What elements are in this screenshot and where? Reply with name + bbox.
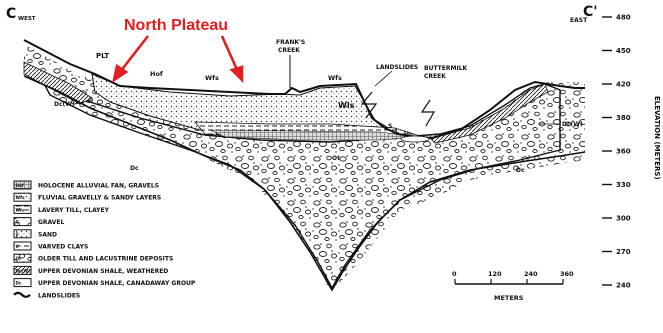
legend-item: Dc(W) UPPER DEVONIAN SHALE, WEATHERED	[14, 266, 168, 275]
dc-left-label: Dc	[130, 165, 139, 172]
landslide-mark-2	[422, 100, 434, 126]
buttermilk-line-1: BUTTERMILK	[424, 65, 468, 72]
legend-item: Ot OLDER TILL AND LACUSTRINE DEPOSITS	[14, 254, 173, 263]
legend-text: LAVERY TILL, CLAYEY	[38, 207, 110, 214]
elevation-tick-label: 330	[616, 181, 631, 189]
dc-w-right-label: Dc(W)	[562, 121, 583, 128]
legend-item: Dc UPPER DEVONIAN SHALE, CANADAWAY GROUP	[14, 279, 196, 288]
elevation-tick-label: 240	[616, 282, 631, 290]
dc-w-left-label: Dc(W)	[54, 101, 75, 108]
scale-unit: METERS	[494, 294, 524, 302]
legend-item: Wfs FLUVIAL GRAVELLY & SANDY LAYERS	[14, 193, 161, 202]
s-label: S	[388, 123, 392, 130]
legend-item: S SAND	[14, 230, 57, 239]
legend-code: S	[16, 232, 19, 237]
legend-code: Dc	[16, 281, 22, 286]
elevation-axis-title: ELEVATION (METERS)	[653, 96, 661, 180]
north-plateau-label: North Plateau	[124, 17, 228, 34]
section-end-left-dir: WEST	[18, 16, 36, 22]
legend-text: VARVED CLAYS	[38, 244, 88, 251]
legend-text: GRAVEL	[38, 219, 65, 226]
legend-item: LANDSLIDES	[14, 292, 80, 299]
elevation-tick-label: 420	[616, 81, 631, 89]
scale-tick-label: 0	[452, 270, 457, 278]
buttermilk-line-2: CREEK	[424, 73, 446, 80]
legend-code: G	[16, 220, 20, 225]
buttermilk-creek-label: BUTTERMILK CREEK	[424, 65, 468, 80]
north-plateau-arrows	[114, 36, 242, 80]
legend-text: HOLOCENE ALLUVIAL FAN, GRAVELS	[38, 183, 159, 190]
legend-text: LANDSLIDES	[38, 292, 80, 299]
legend: Hof HOLOCENE ALLUVIAL FAN, GRAVELS Wfs FLUV…	[14, 181, 196, 299]
elevation-tick-label: 360	[616, 148, 631, 156]
legend-code: Dc(W)	[16, 268, 30, 273]
geologic-section	[24, 40, 585, 290]
legend-item: G GRAVEL	[14, 218, 65, 227]
section-end-right-dir: EAST	[570, 17, 588, 24]
wfs-label-2: Wfs	[328, 74, 342, 82]
elevation-tick-label: 480	[616, 14, 631, 22]
elevation-axis: 480 450 420 380 360 330 300 270 240	[602, 14, 631, 290]
elevation-tick-label: 270	[616, 248, 631, 256]
v-label: V	[404, 131, 409, 138]
franks-creek-line-1: FRANK'S	[276, 39, 305, 46]
scale-tick-label: 360	[560, 270, 574, 278]
elevation-tick-label: 380	[616, 114, 631, 122]
scale-tick-label: 120	[488, 270, 502, 278]
franks-creek-line-2: CREEK	[278, 47, 300, 54]
legend-text: UPPER DEVONIAN SHALE, CANADAWAY GROUP	[38, 280, 196, 287]
landslides-label: LANDSLIDES	[376, 64, 418, 71]
ot-label: Ot	[332, 155, 340, 162]
legend-item: Hof HOLOCENE ALLUVIAL FAN, GRAVELS	[14, 181, 159, 190]
scale-tick-label: 240	[524, 270, 538, 278]
wls-label: Wls	[338, 101, 355, 110]
scale-bar: METERS 0 120 240 360	[452, 270, 574, 302]
dc-right-label: Dc	[516, 167, 525, 174]
landslide-swatch-icon	[14, 293, 30, 297]
wfs-label-1: Wfs	[205, 74, 219, 82]
legend-text: OLDER TILL AND LACUSTRINE DEPOSITS	[38, 256, 173, 263]
legend-code: Hof	[16, 183, 24, 188]
legend-code: Ot	[16, 256, 22, 261]
legend-text: FLUVIAL GRAVELLY & SANDY LAYERS	[38, 195, 161, 202]
hof-label: Hof	[150, 70, 163, 78]
legend-text: SAND	[38, 231, 57, 238]
legend-code: Wfs	[16, 195, 25, 200]
elevation-tick-label: 300	[616, 215, 631, 223]
legend-code: Wls	[16, 207, 25, 212]
plt-label: PLT	[96, 52, 109, 60]
section-end-left-letter: C	[6, 6, 16, 22]
elevation-tick-label: 450	[616, 47, 631, 55]
l-label: L	[395, 128, 399, 135]
franks-creek-label: FRANK'S CREEK	[276, 39, 305, 88]
legend-text: UPPER DEVONIAN SHALE, WEATHERED	[38, 268, 168, 275]
legend-item: Wls LAVERY TILL, CLAYEY	[14, 205, 110, 214]
